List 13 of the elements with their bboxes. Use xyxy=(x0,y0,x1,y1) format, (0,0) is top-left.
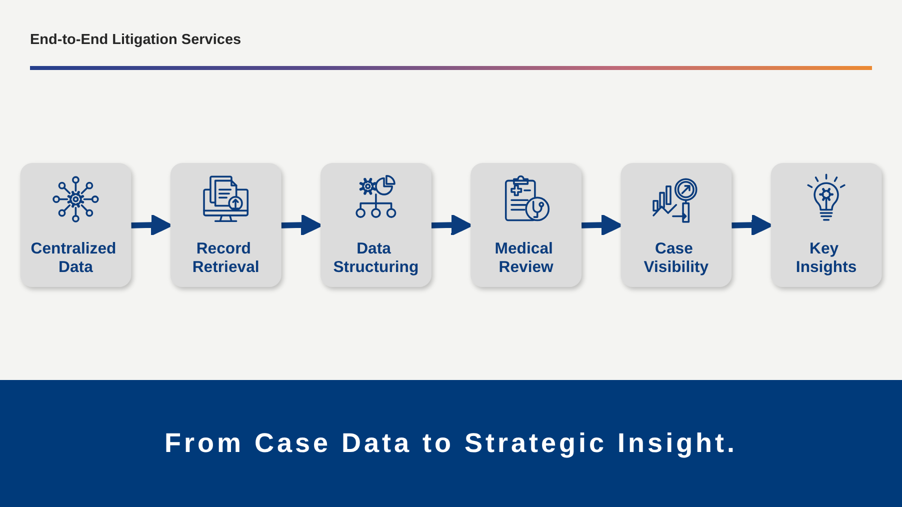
title: End-to-End Litigation Services xyxy=(30,32,242,48)
arrow xyxy=(131,214,172,236)
node-box: Key Insights xyxy=(770,163,882,287)
node-box: Centralized Data xyxy=(20,163,132,287)
arrow xyxy=(431,214,472,236)
node-box: Medical Review xyxy=(470,163,582,287)
arrow xyxy=(581,214,623,236)
caption: From Case Data to Strategic Insight. xyxy=(164,428,738,459)
arrow xyxy=(281,214,322,236)
node-box: Data Structuring xyxy=(320,163,432,287)
node-box: Case Visibility xyxy=(620,163,732,287)
node-box: Record Retrieval xyxy=(170,163,282,287)
arrow xyxy=(732,214,773,236)
